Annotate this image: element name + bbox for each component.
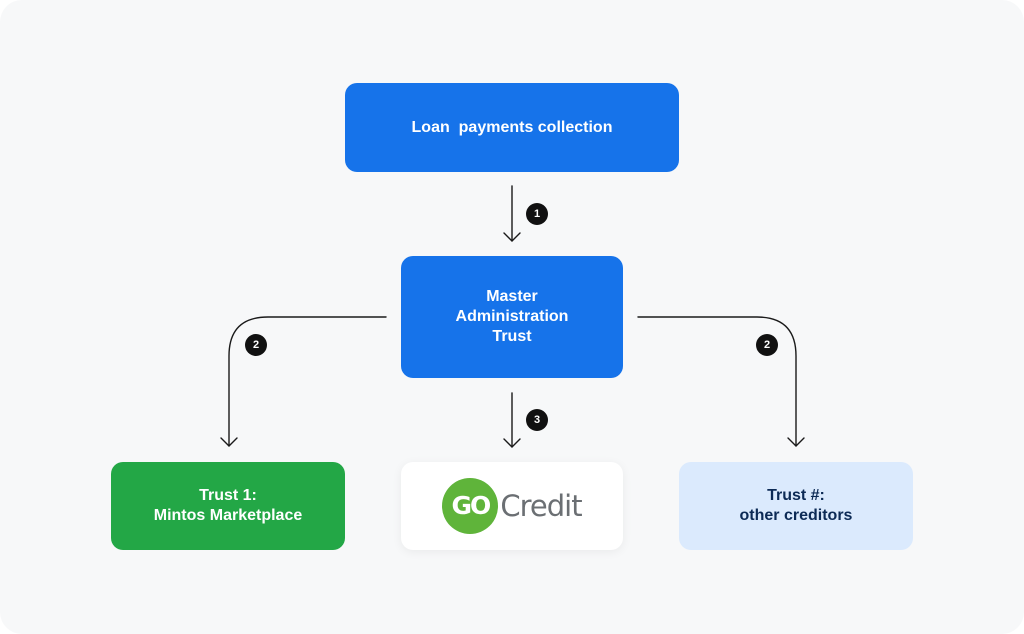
master-trust-line-3: Trust [492,328,532,345]
arrowhead-master-to-trustn [787,437,805,447]
trust-other-creditors-box: Trust #: other creditors [679,462,913,550]
gocredit-box: GO Credit [401,462,623,550]
trust-n-line-2: other creditors [739,507,853,524]
arrowhead-collection-to-master [503,232,521,242]
loan-payments-collection-box: Loan payments collection [345,83,679,172]
trust-1-line-2: Mintos Marketplace [153,507,303,524]
arrow-master-to-trust1 [228,316,387,447]
master-trust-line-2: Administration [455,308,569,325]
arrowhead-master-to-trust1 [220,437,238,447]
step-badge-2-left: 2 [245,334,267,356]
gocredit-logo-credit: Credit [500,489,582,523]
trust-1-line-1: Trust 1: [199,487,257,504]
arrowhead-master-to-gocredit [503,438,521,448]
step-badge-1: 1 [526,203,548,225]
arrow-master-to-trustn [637,316,797,447]
gocredit-logo-circle: GO [442,478,499,534]
step-badge-2-right: 2 [756,334,778,356]
trust-1-mintos-box: Trust 1: Mintos Marketplace [111,462,345,550]
gocredit-logo-go: GO [451,491,492,520]
master-trust-line-1: Master [486,288,538,305]
loan-payments-collection-label: Loan payments collection [411,118,613,136]
trust-n-line-1: Trust #: [767,487,825,504]
step-badge-3: 3 [526,409,548,431]
gocredit-logo: GO Credit [442,478,583,534]
master-administration-trust-box: Master Administration Trust [401,256,623,378]
